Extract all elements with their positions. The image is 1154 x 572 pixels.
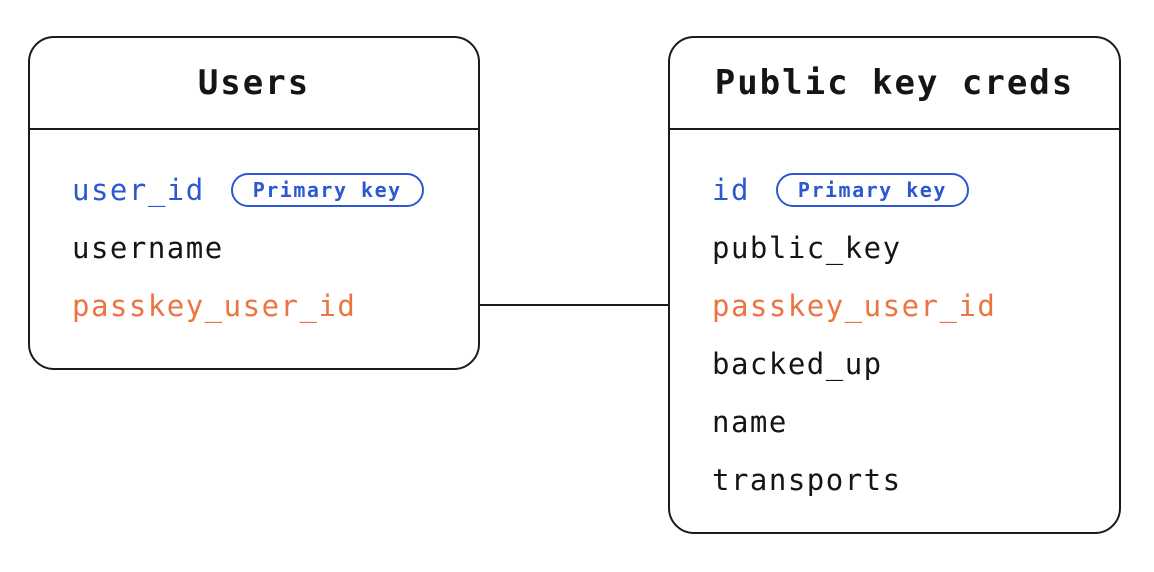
field-name: passkey_user_id — [712, 289, 997, 323]
table-title: Users — [197, 63, 311, 103]
primary-key-badge: Primary key — [230, 173, 424, 207]
field-name: transports — [712, 463, 902, 497]
field-name: passkey_user_id — [72, 289, 357, 323]
primary-key-badge: Primary key — [775, 173, 969, 207]
field-row-user_id: user_id Primary key — [72, 161, 478, 219]
field-name: id — [712, 173, 750, 207]
field-row-username: username — [72, 219, 478, 277]
field-row-backed_up: backed_up — [712, 335, 1119, 393]
field-name: name — [712, 405, 788, 439]
field-name: username — [72, 231, 224, 265]
field-row-passkey_user_id: passkey_user_id — [712, 277, 1119, 335]
field-row-passkey_user_id: passkey_user_id — [72, 277, 478, 335]
field-name: public_key — [712, 231, 902, 265]
table-header: Users — [30, 38, 478, 130]
table-title: Public key creds — [714, 63, 1075, 103]
field-row-id: id Primary key — [712, 161, 1119, 219]
table-header: Public key creds — [670, 38, 1119, 130]
field-row-name: name — [712, 393, 1119, 451]
field-row-transports: transports — [712, 451, 1119, 509]
relationship-connector-line — [479, 304, 669, 306]
field-name: user_id — [72, 173, 205, 207]
field-row-public_key: public_key — [712, 219, 1119, 277]
field-name: backed_up — [712, 347, 883, 381]
table-node-public-key-creds: Public key creds id Primary key public_key… — [668, 36, 1121, 534]
